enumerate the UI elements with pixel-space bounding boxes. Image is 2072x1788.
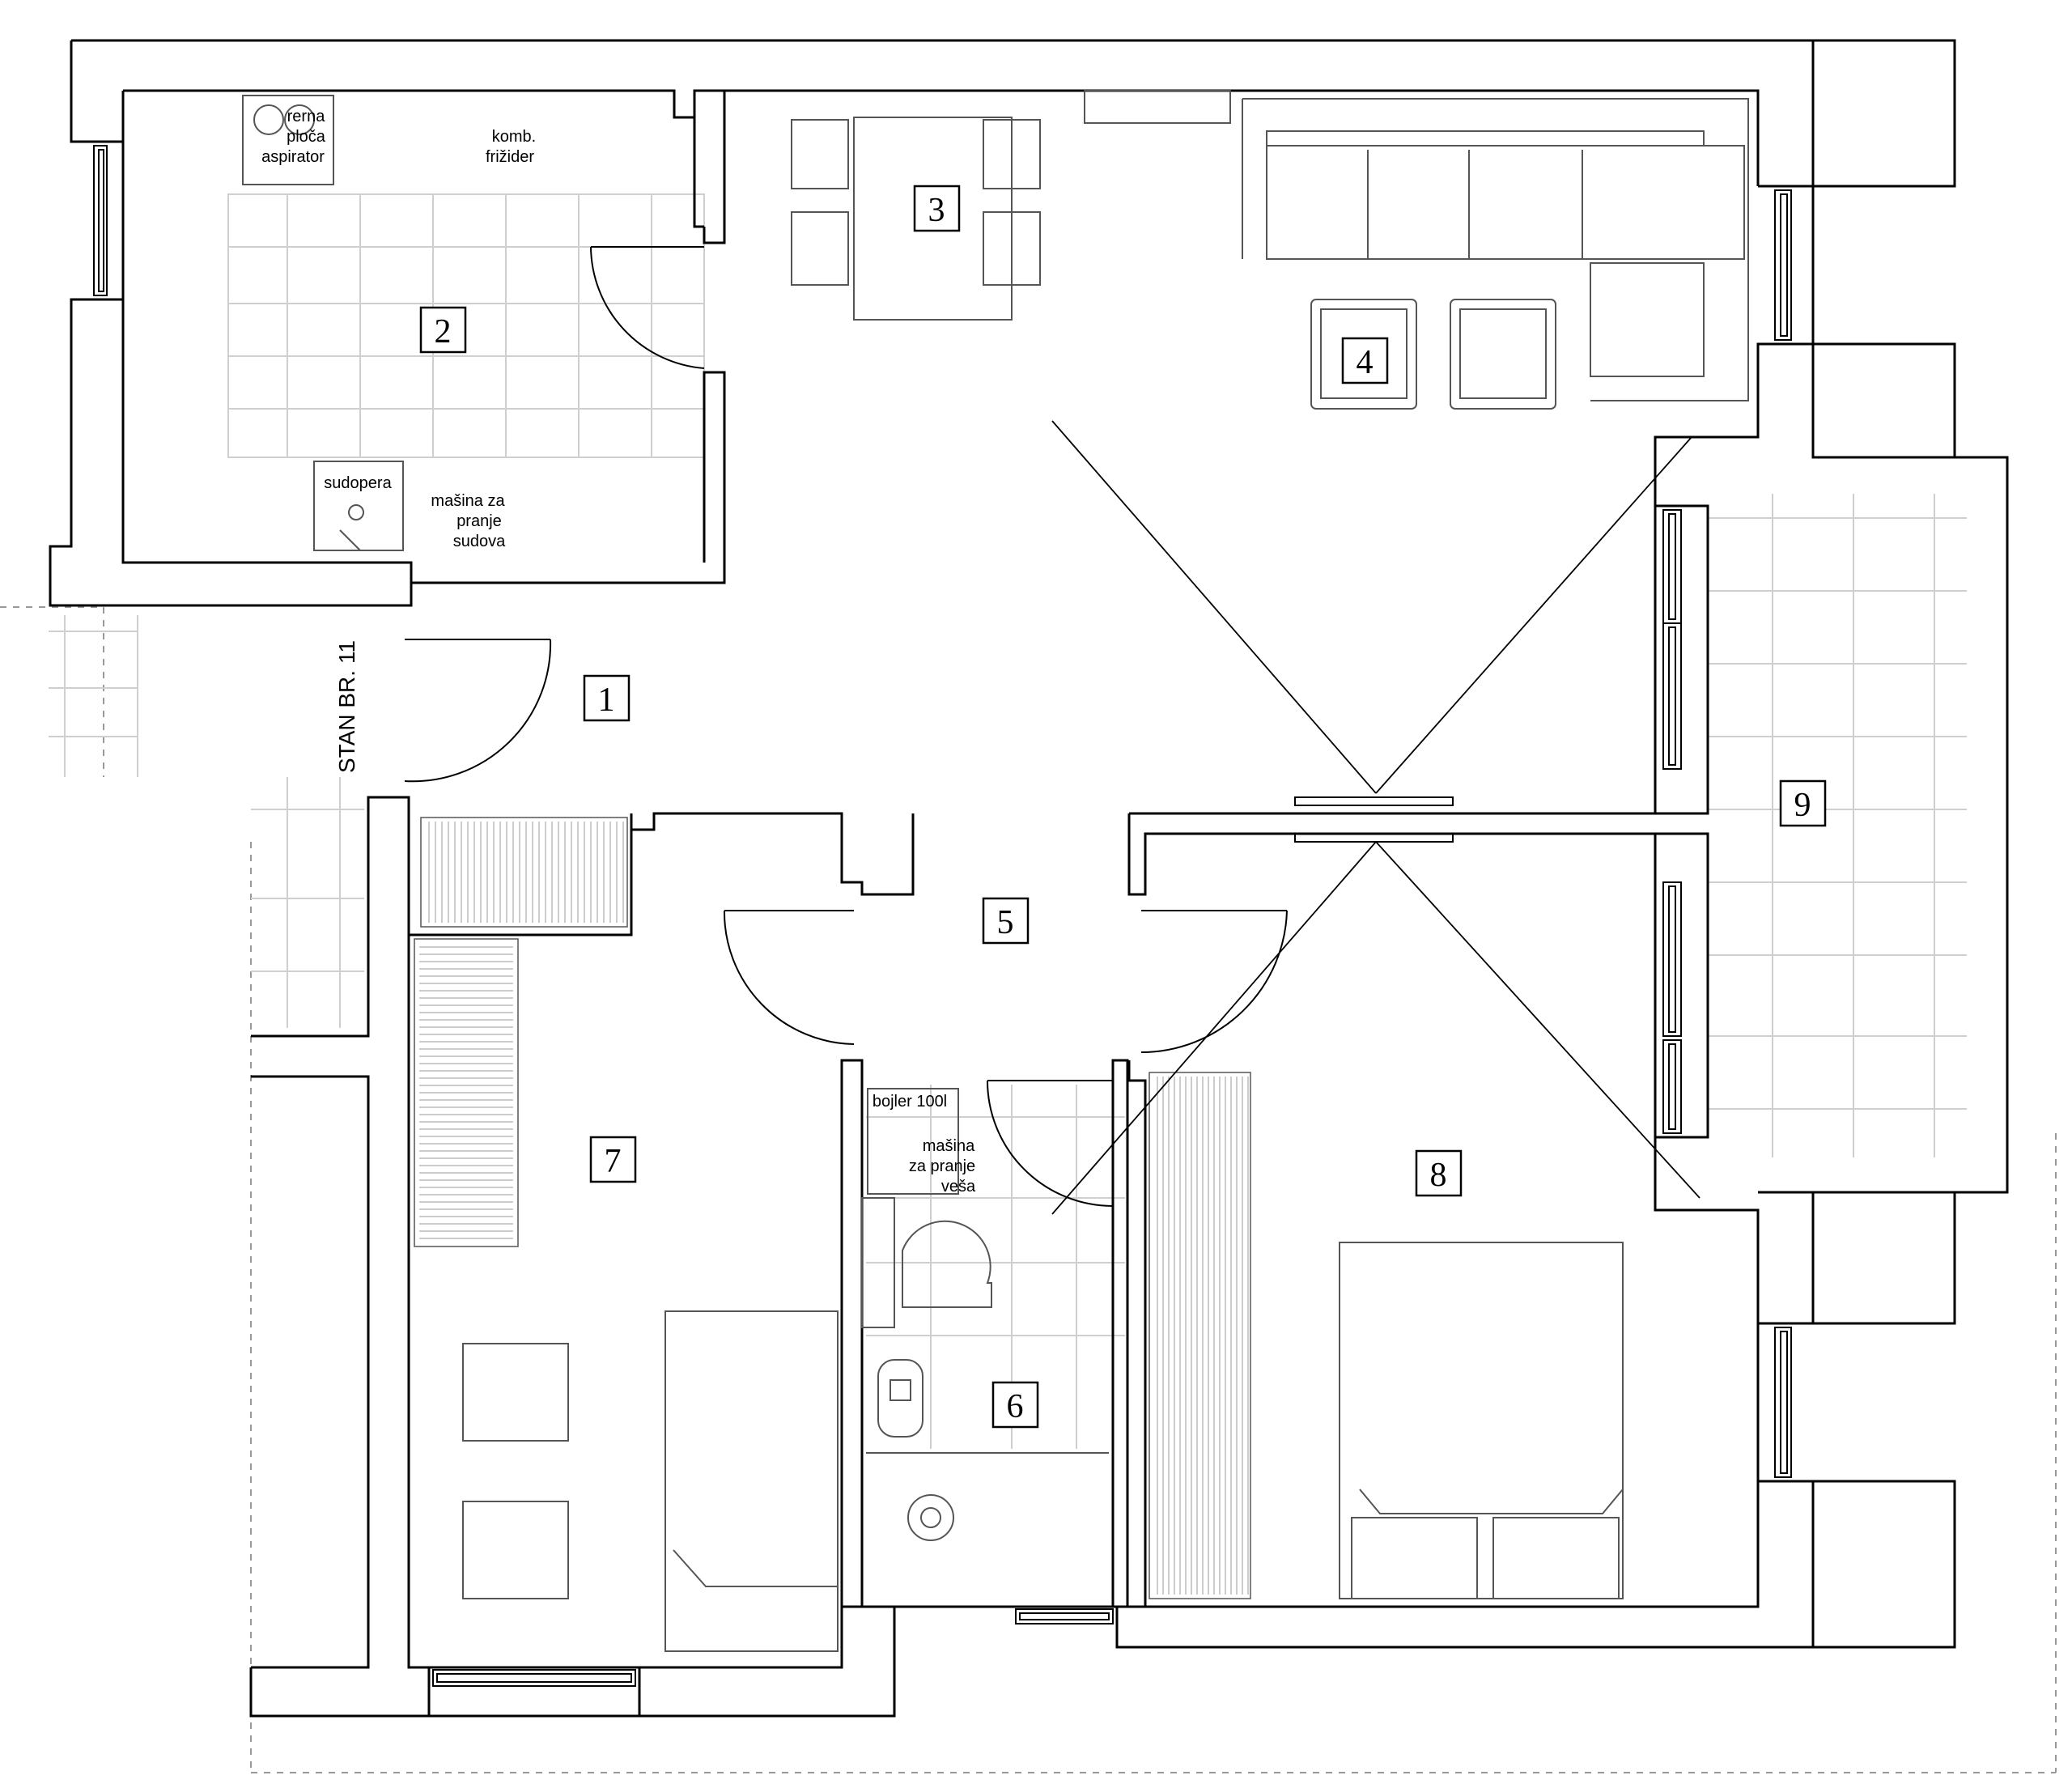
room-numbers: 1 2 3 4 5 6 7 8 9: [435, 192, 1811, 1425]
room-2-box: [419, 306, 467, 354]
furniture: [242, 90, 1749, 1652]
annotations: rerna ploča aspirator komb. frižider sud…: [261, 108, 976, 1196]
room-8-box: [1415, 1149, 1463, 1197]
neighbor-apartment-label: STAN BR. 11: [334, 640, 359, 773]
washer-label-2: za pranje: [909, 1157, 975, 1175]
windows: [93, 145, 1792, 1687]
stove-label-2: ploča: [287, 128, 326, 146]
room-4-number: 4: [1357, 344, 1374, 381]
room-1-box: [583, 674, 631, 722]
room-9-box: [1779, 779, 1827, 827]
wardrobe-slats: [419, 822, 1249, 1595]
dishwasher-label-2: pranje: [456, 512, 502, 530]
shower-drain-icon: [907, 1494, 954, 1541]
tile-grids: [49, 193, 1967, 1449]
stove-burner-icon: [253, 104, 284, 135]
sink-icon: [348, 504, 364, 520]
room-5-box: [982, 897, 1030, 945]
ceiling-lines: [1051, 420, 1700, 1215]
site-boundary: [0, 606, 2057, 1773]
dishwasher-label-3: sudova: [453, 533, 506, 550]
stove-label-3: aspirator: [261, 148, 325, 166]
boiler-label: bojler 100l: [873, 1093, 947, 1111]
fridge-label-2: frižider: [486, 148, 534, 166]
door-swings: [404, 246, 1288, 1207]
fridge-label-1: komb.: [492, 128, 536, 146]
room-5-number: 5: [997, 904, 1014, 941]
room-3-number: 3: [928, 192, 945, 229]
room-6-box: [991, 1381, 1039, 1429]
room-6-number: 6: [1007, 1388, 1024, 1425]
room-9-number: 9: [1794, 787, 1811, 824]
dishwasher-label-1: mašina za: [431, 492, 505, 510]
room-3-box: [913, 185, 961, 232]
room-2-number: 2: [435, 313, 452, 350]
room-7-number: 7: [605, 1143, 622, 1180]
washer-label-3: veša: [941, 1178, 976, 1196]
wardrobes: [414, 817, 1251, 1599]
room-1-number: 1: [598, 682, 615, 719]
washer-label-1: mašina: [923, 1137, 975, 1155]
room-4-box: [1341, 337, 1389, 384]
toilet-icon: [902, 1220, 992, 1308]
stove-label-1: rerna: [287, 108, 326, 125]
room-7-box: [589, 1136, 637, 1183]
room-labels: [419, 185, 1827, 1429]
walls: [49, 39, 2009, 1718]
sink-label: sudopera: [324, 474, 392, 492]
room-8-number: 8: [1430, 1157, 1447, 1194]
